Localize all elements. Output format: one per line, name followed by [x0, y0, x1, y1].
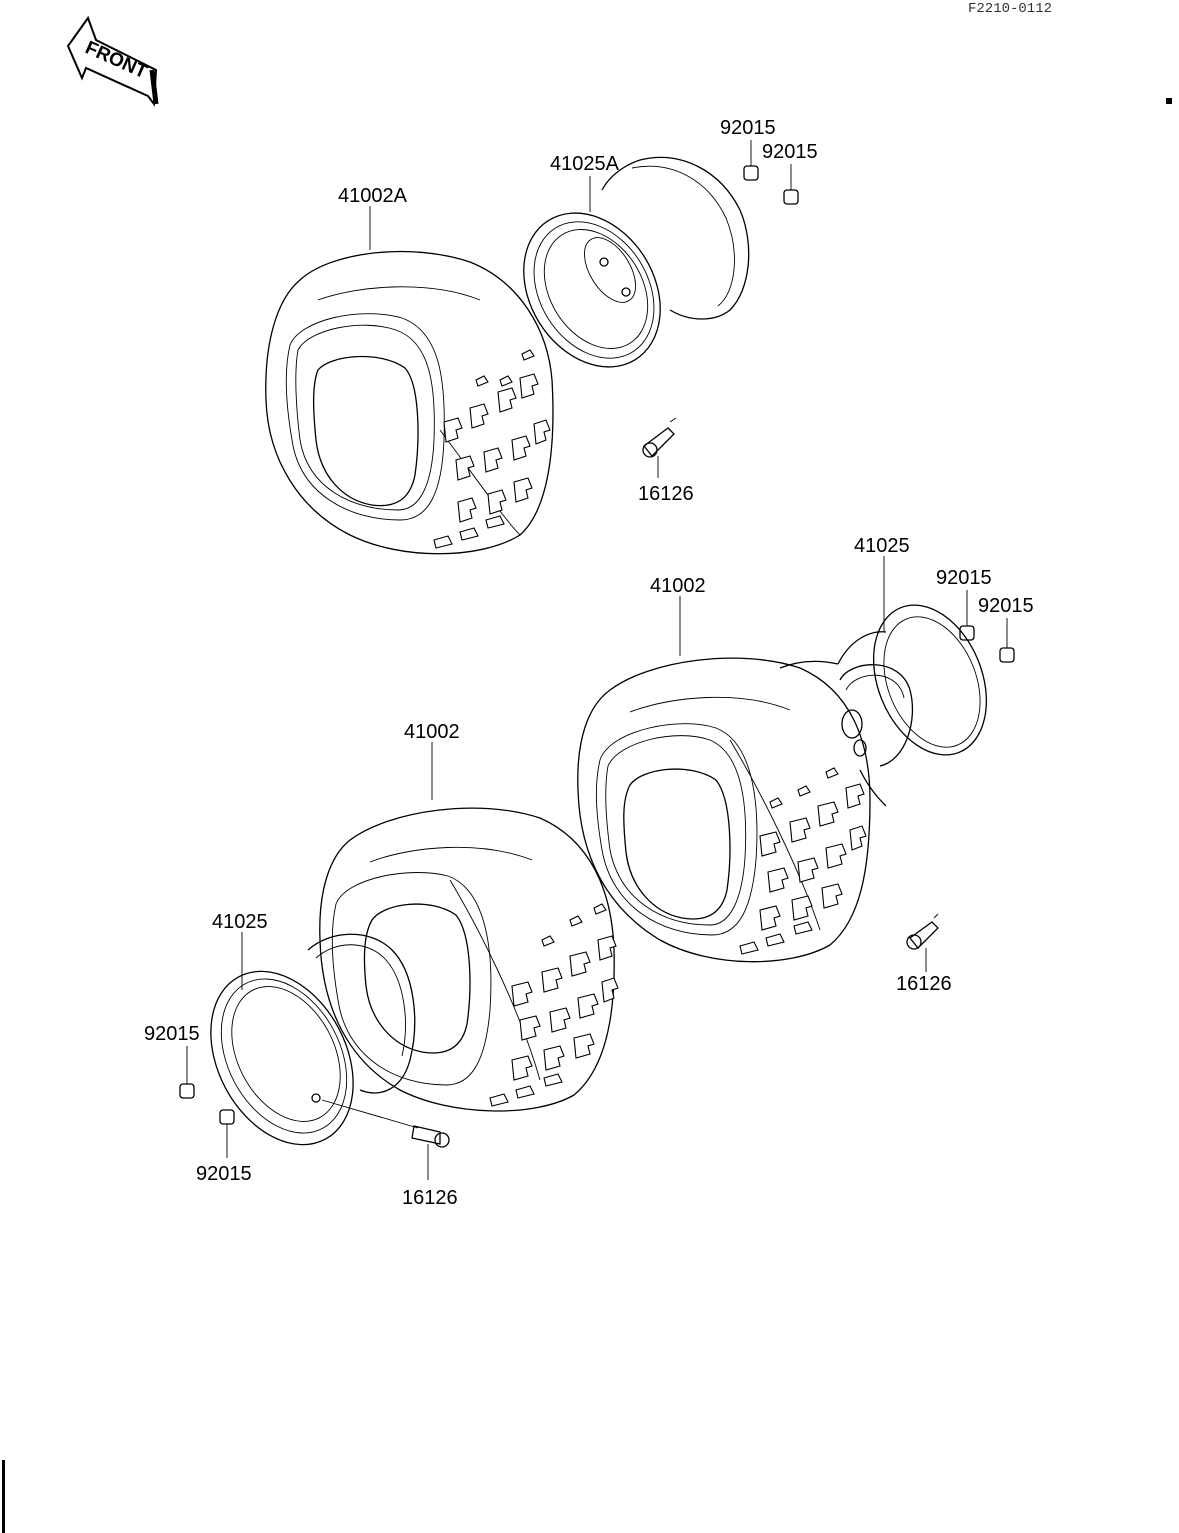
label-front-left-valve: 16126 [402, 1187, 458, 1209]
front-left-wheel-41025 [210, 933, 419, 1146]
label-front-left-nut-b: 92015 [196, 1163, 252, 1185]
front-left-nut-a-icon [179, 1046, 195, 1099]
label-front-left-wheel: 41025 [212, 911, 268, 933]
label-front-left-tire: 41002 [404, 721, 460, 743]
rear-nut-b-icon [783, 164, 799, 205]
front-left-tire-41002 [319, 807, 619, 1112]
front-right-valve-icon [906, 913, 939, 972]
front-right-tire-41002 [577, 657, 871, 963]
label-front-right-nut-b: 92015 [978, 595, 1034, 617]
diagram-code: F2210-0112 [968, 1, 1052, 17]
label-rear-nut-b: 92015 [762, 141, 818, 163]
corner-mark [1166, 98, 1172, 104]
rear-valve-icon [642, 417, 677, 478]
rear-wheel-41025A [523, 156, 750, 368]
front-right-nut-a-icon [959, 590, 975, 641]
label-41002A: 41002A [338, 185, 408, 207]
rear-nut-a-icon [743, 140, 759, 181]
label-front-right-tire: 41002 [650, 575, 706, 597]
label-front-right-valve: 16126 [896, 973, 952, 995]
label-front-right-wheel: 41025 [854, 535, 910, 557]
label-rear-valve: 16126 [638, 483, 694, 505]
front-right-wheel-41025 [779, 604, 988, 807]
front-right-nut-b-icon [999, 618, 1015, 663]
rear-tire-41002A [265, 250, 554, 555]
label-front-left-nut-a: 92015 [144, 1023, 200, 1045]
label-41025A: 41025A [550, 153, 620, 175]
label-rear-nut-a: 92015 [720, 117, 776, 139]
label-front-right-nut-a: 92015 [936, 567, 992, 589]
front-arrow-icon: FRONT [66, 15, 159, 107]
edge-mark [2, 1460, 5, 1533]
front-left-valve-icon [411, 1125, 450, 1180]
front-left-nut-b-icon [219, 1109, 235, 1158]
